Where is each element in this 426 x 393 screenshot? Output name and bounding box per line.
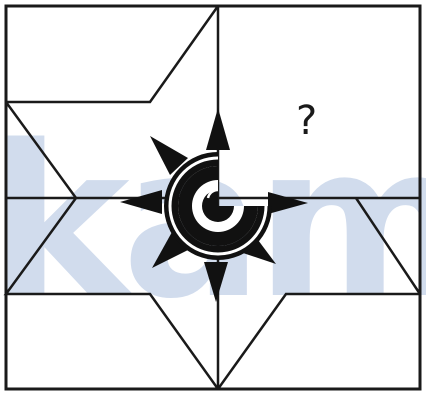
missing-piece-question-mark: ? [296, 98, 317, 144]
star-edge-top-left [6, 6, 218, 102]
